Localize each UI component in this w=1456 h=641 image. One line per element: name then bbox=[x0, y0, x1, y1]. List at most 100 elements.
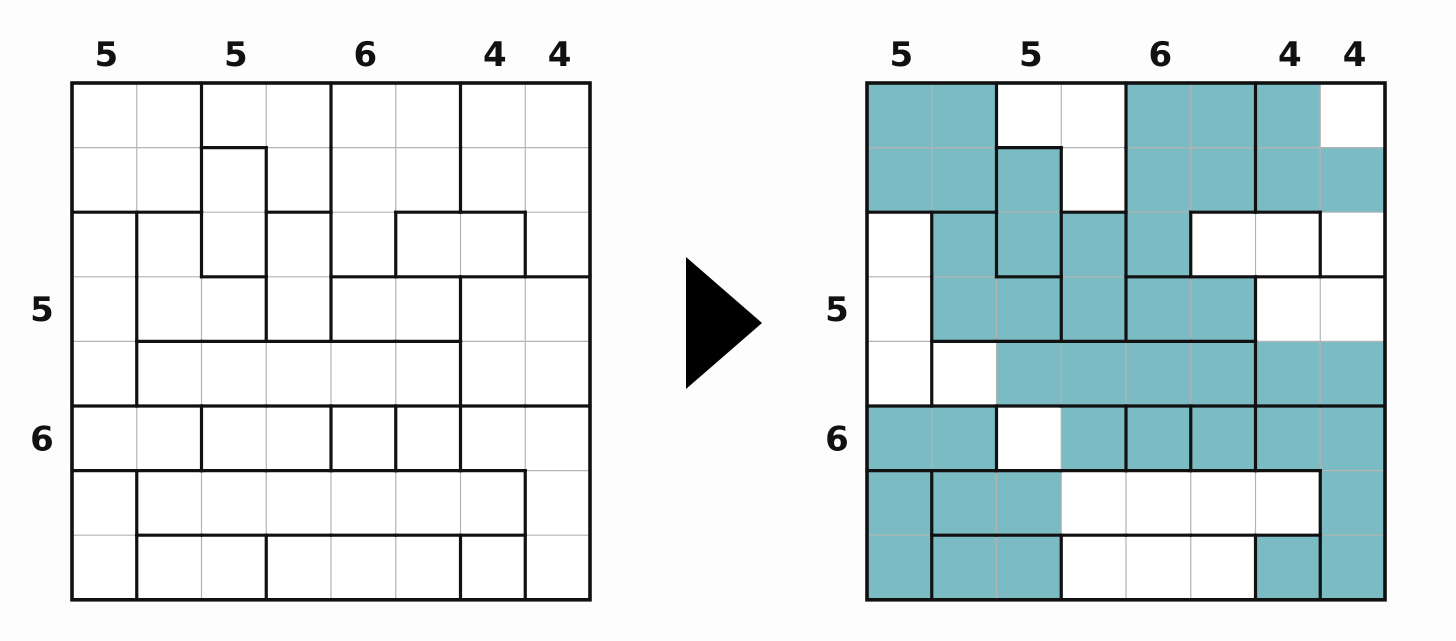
grid-cell-shaded bbox=[1255, 406, 1321, 471]
grid-cell bbox=[201, 147, 267, 213]
grid-cell bbox=[525, 83, 590, 148]
grid-cell bbox=[1061, 535, 1126, 600]
grid-cell-shaded bbox=[1126, 212, 1191, 277]
grid-cell bbox=[266, 83, 331, 148]
grid-cell-shaded bbox=[1320, 535, 1385, 600]
grid-cell bbox=[1190, 212, 1256, 277]
grid-cell bbox=[72, 535, 137, 600]
grid-cell-shaded bbox=[931, 535, 997, 600]
grid-cell bbox=[1320, 83, 1385, 148]
grid-cell bbox=[201, 212, 267, 277]
grid-cell bbox=[395, 535, 461, 600]
grid-cell bbox=[1320, 276, 1385, 342]
column-clue: 5 bbox=[1019, 35, 1043, 75]
grid-cell bbox=[1126, 535, 1191, 600]
grid-cell-shaded bbox=[931, 212, 997, 277]
grid-cell bbox=[525, 470, 590, 536]
grid-cell-shaded bbox=[1061, 276, 1126, 342]
grid-cell-shaded bbox=[996, 470, 1062, 536]
grid-cell bbox=[525, 341, 590, 406]
grid-cell-shaded bbox=[1126, 83, 1191, 148]
grid-cell bbox=[72, 341, 137, 406]
grid-cell bbox=[1320, 212, 1385, 277]
grid-cell-shaded bbox=[867, 535, 932, 600]
row-clue: 5 bbox=[30, 290, 54, 330]
column-clue: 5 bbox=[890, 35, 914, 75]
grid-cell bbox=[136, 147, 202, 213]
grid-cell-shaded bbox=[931, 147, 997, 213]
grid-cell bbox=[136, 276, 202, 342]
grid-cell bbox=[136, 212, 202, 277]
grid-cell-shaded bbox=[1061, 341, 1126, 406]
grid-cell bbox=[331, 406, 396, 471]
grid-cell bbox=[136, 406, 202, 471]
column-clue: 6 bbox=[1149, 35, 1173, 75]
column-clue: 6 bbox=[354, 35, 378, 75]
grid-cell bbox=[331, 147, 396, 213]
grid-cell bbox=[201, 276, 267, 342]
grid-cell-shaded bbox=[1126, 147, 1191, 213]
grid-cell-shaded bbox=[1190, 406, 1256, 471]
grid-cell bbox=[201, 406, 267, 471]
grid-cell bbox=[72, 212, 137, 277]
grid-cell bbox=[996, 83, 1062, 148]
grid-cell bbox=[136, 83, 202, 148]
grid-cell bbox=[1255, 212, 1321, 277]
grid-cell bbox=[72, 406, 137, 471]
grid-cell-shaded bbox=[996, 212, 1062, 277]
grid-cell bbox=[266, 147, 331, 213]
grid-cell bbox=[525, 212, 590, 277]
grid-cell bbox=[867, 341, 932, 406]
grid-cell-shaded bbox=[1255, 341, 1321, 406]
grid-frame bbox=[70, 81, 592, 602]
grid-cell bbox=[136, 470, 202, 536]
row-clue: 6 bbox=[30, 419, 54, 459]
grid-cell-shaded bbox=[1061, 406, 1126, 471]
grid-frame bbox=[865, 81, 1387, 602]
grid-cell bbox=[460, 341, 526, 406]
grid-cell-shaded bbox=[1320, 406, 1385, 471]
grid-cell-shaded bbox=[1126, 341, 1191, 406]
grid-cell bbox=[460, 535, 526, 600]
column-clue: 4 bbox=[1278, 35, 1302, 75]
grid-cell bbox=[460, 212, 526, 277]
column-clue: 4 bbox=[1343, 35, 1367, 75]
grid-cell bbox=[72, 276, 137, 342]
grid-cell-shaded bbox=[996, 341, 1062, 406]
grid-cell bbox=[1061, 147, 1126, 213]
grid-cell bbox=[460, 406, 526, 471]
column-clue: 5 bbox=[224, 35, 248, 75]
grid-cell bbox=[1061, 470, 1126, 536]
grid-cell-shaded bbox=[931, 470, 997, 536]
grid-cell bbox=[266, 341, 331, 406]
grid-cell-shaded bbox=[1126, 276, 1191, 342]
grid-cell-shaded bbox=[1320, 147, 1385, 213]
grid-cell-shaded bbox=[931, 276, 997, 342]
grid-cell bbox=[395, 147, 461, 213]
grid-cell-shaded bbox=[1320, 341, 1385, 406]
grid-cell bbox=[1126, 470, 1191, 536]
grid-cell bbox=[1190, 535, 1256, 600]
grid-cell bbox=[460, 470, 526, 536]
grid-cell bbox=[266, 276, 331, 342]
grid-cell bbox=[331, 212, 396, 277]
grid-cell bbox=[1255, 276, 1321, 342]
grid-cell bbox=[395, 470, 461, 536]
grid-cell-shaded bbox=[867, 147, 932, 213]
grid-cell bbox=[331, 83, 396, 148]
grid-cell bbox=[136, 341, 202, 406]
grid-cell-shaded bbox=[996, 535, 1062, 600]
grid-cell bbox=[395, 212, 461, 277]
grid-cell-shaded bbox=[1190, 147, 1256, 213]
grid-cell bbox=[72, 83, 137, 148]
grid-cell bbox=[136, 535, 202, 600]
grid-cell-shaded bbox=[867, 83, 932, 148]
grid-cell bbox=[266, 535, 331, 600]
grid-cell-shaded bbox=[1190, 341, 1256, 406]
grid-cell-shaded bbox=[1255, 147, 1321, 213]
grid-cell bbox=[395, 341, 461, 406]
grid-cell bbox=[525, 535, 590, 600]
